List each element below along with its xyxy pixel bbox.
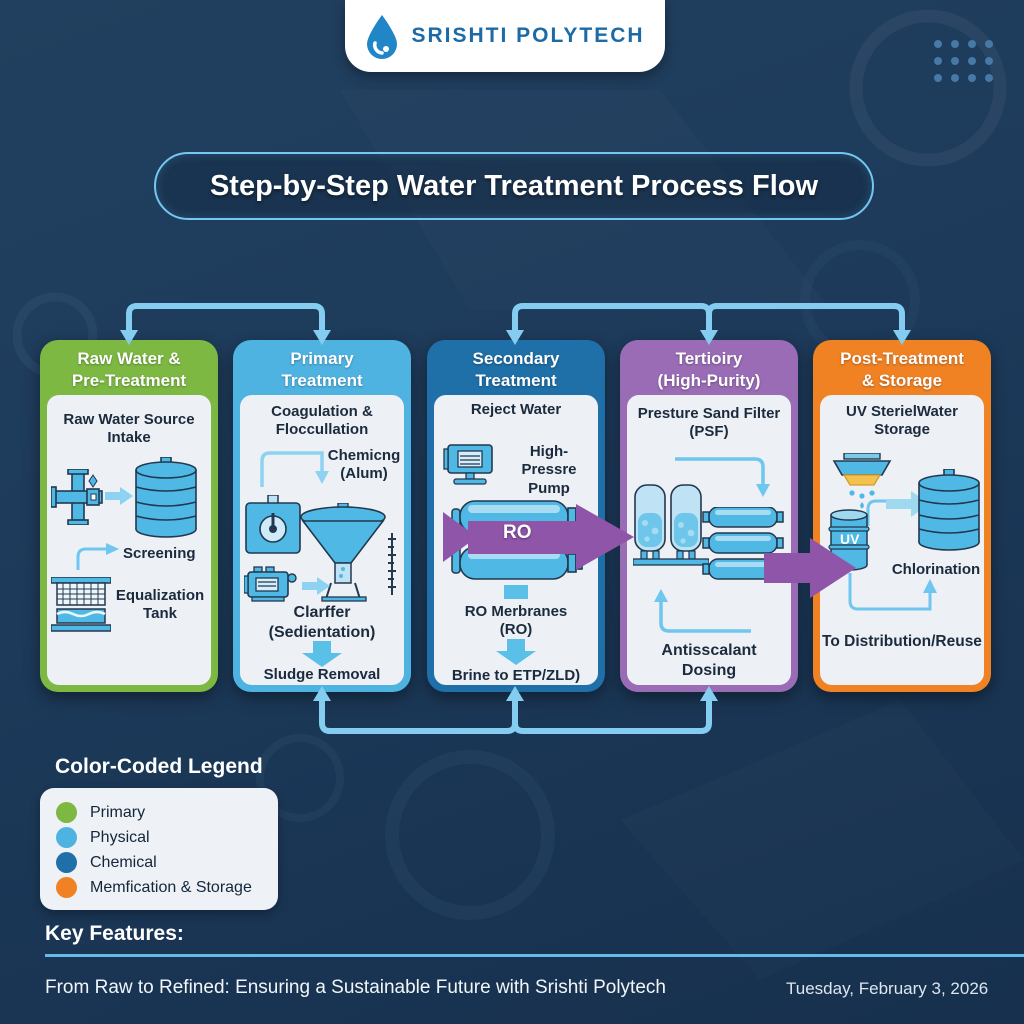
- chemical-tank-icon: [245, 495, 301, 554]
- elbow-line-icon: [866, 499, 890, 526]
- dosing-elbow-arrow-icon: [260, 451, 329, 487]
- card-primary-header: Primary Treatment: [281, 349, 363, 390]
- uv-storage-label: UV SterielWater Storage: [846, 403, 958, 439]
- dosing-pump-icon: [244, 566, 297, 602]
- sand-filter-icon: [633, 484, 709, 566]
- ro-band-label: RO: [503, 522, 532, 543]
- card-primary-body: Coagulation & Floccullation Chemicng (Al…: [240, 395, 404, 685]
- card-primary: Primary Treatment Coagulation & Floccull…: [233, 340, 411, 692]
- title-banner: Step-by-Step Water Treatment Process Flo…: [154, 152, 874, 220]
- screen-basket-icon: [51, 577, 111, 632]
- card-tertiary-header: Tertioiry (High-Purity): [657, 349, 761, 390]
- dot-grid-decor: [934, 40, 993, 82]
- page-title: Step-by-Step Water Treatment Process Flo…: [209, 169, 819, 202]
- legend-title: Color-Coded Legend: [55, 755, 263, 778]
- legend-dot-primary: [56, 802, 77, 823]
- top-bracket-connectors: [126, 303, 905, 339]
- card-raw-water: Raw Water & Pre-Treatment Raw Water Sour…: [40, 340, 218, 692]
- membranes-label: RO Merbranes (RO): [464, 603, 568, 639]
- coagulation-label: Coagulation & Floccullation: [271, 403, 373, 439]
- uv-drum-label: UV: [840, 531, 860, 547]
- card-post-treatment-body: UV SterielWater Storage: [820, 395, 984, 685]
- arrow-right-icon: [105, 487, 133, 505]
- screening-label: Screening: [123, 545, 196, 562]
- clarifier-funnel-icon: [300, 503, 396, 602]
- arrow-down-icon: [496, 639, 536, 665]
- arrow-down-icon: [302, 641, 342, 667]
- cartridge-filters-icon: [702, 507, 784, 580]
- storage-tank-icon: [135, 457, 197, 538]
- card-raw-water-body: Raw Water Source Intake Screening: [47, 395, 211, 685]
- footer-tagline: From Raw to Refined: Ensuring a Sustaina…: [45, 977, 666, 998]
- bottom-bracket-connectors: [319, 693, 712, 734]
- brand-header: SRISHTI POLYTECH: [345, 0, 665, 72]
- reject-water-label: Reject Water: [470, 401, 562, 418]
- legend-box: Primary Physical Chemical Memfication & …: [40, 788, 278, 910]
- legend-dot-storage: [56, 877, 77, 898]
- intake-label: Raw Water Source Intake: [63, 411, 195, 447]
- loop-arrow-up-icon: [654, 589, 751, 633]
- legend-item: Chemical: [56, 850, 278, 875]
- legend-item: Memfication & Storage: [56, 875, 278, 900]
- card-post-treatment: Post-Treatment & Storage UV SterielWater…: [813, 340, 991, 692]
- chlorination-label: Chlorination: [891, 561, 981, 578]
- chemical-dosing-label: Chemicng (Alum): [327, 447, 401, 483]
- legend-item: Primary: [56, 800, 278, 825]
- brine-label: Brine to ETP/ZLD): [451, 667, 581, 684]
- flow-stub: [504, 585, 528, 599]
- brand-name: SRISHTI POLYTECH: [411, 24, 645, 47]
- card-secondary: Secondary Treatment Reject Water High-Pr…: [427, 340, 605, 692]
- elbow-arrow-up-icon: [848, 573, 937, 611]
- uv-lamp-icon: [832, 453, 892, 509]
- hp-pump-icon: [443, 444, 493, 485]
- card-raw-water-header: Raw Water & Pre-Treatment: [71, 349, 187, 390]
- card-post-treatment-header: Post-Treatment & Storage: [840, 349, 964, 390]
- antiscalant-label: Antisscalant Dosing: [661, 642, 757, 679]
- arrow-right-icon: [302, 577, 330, 595]
- card-tertiary: Tertioiry (High-Purity) Presture Sand Fi…: [620, 340, 798, 692]
- divider-rule: [45, 954, 1024, 957]
- sludge-label: Sludge Removal: [263, 666, 381, 683]
- storage-tank-icon: [918, 469, 980, 551]
- pipe-intake-icon: [51, 469, 103, 525]
- key-features-label: Key Features:: [45, 922, 184, 945]
- legend-item: Physical: [56, 825, 278, 850]
- legend-dot-chemical: [56, 852, 77, 873]
- psf-label: Presture Sand Filter (PSF): [637, 405, 781, 441]
- hp-pump-label: High-Pressre Pump: [521, 443, 577, 497]
- water-drop-icon: [367, 15, 398, 59]
- loop-arrow-down-icon: [675, 457, 770, 497]
- footer-date: Tuesday, February 3, 2026: [786, 979, 989, 998]
- elbow-arrow-icon: [76, 543, 119, 570]
- clarifier-label: Clarffer (Sedientation): [268, 604, 376, 641]
- card-secondary-header: Secondary Treatment: [472, 349, 560, 390]
- distribution-label: To Distribution/Reuse: [822, 633, 982, 650]
- card-tertiary-body: Presture Sand Filter (PSF): [627, 395, 791, 685]
- equalization-label: Equalization Tank: [115, 587, 205, 623]
- legend-dot-physical: [56, 827, 77, 848]
